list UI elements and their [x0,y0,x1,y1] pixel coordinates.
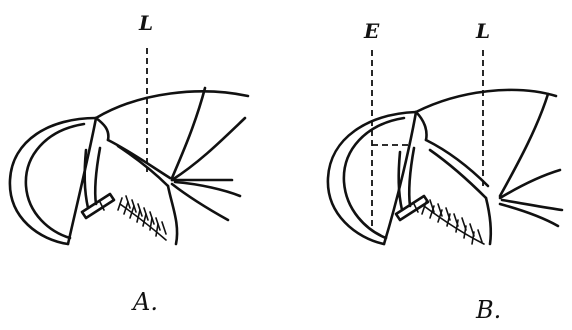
panel-b-label: B. [475,296,501,324]
panel-b-drawing [328,50,562,244]
panel-b-marker-e: E [363,19,380,43]
panel-b: E L B. [328,19,562,324]
panel-a-drawing [10,48,248,244]
panel-b-marker-l: L [475,19,490,43]
panel-a: L A. [10,11,248,316]
panel-a-marker-l: L [138,11,153,35]
panel-a-label: A. [131,288,158,316]
